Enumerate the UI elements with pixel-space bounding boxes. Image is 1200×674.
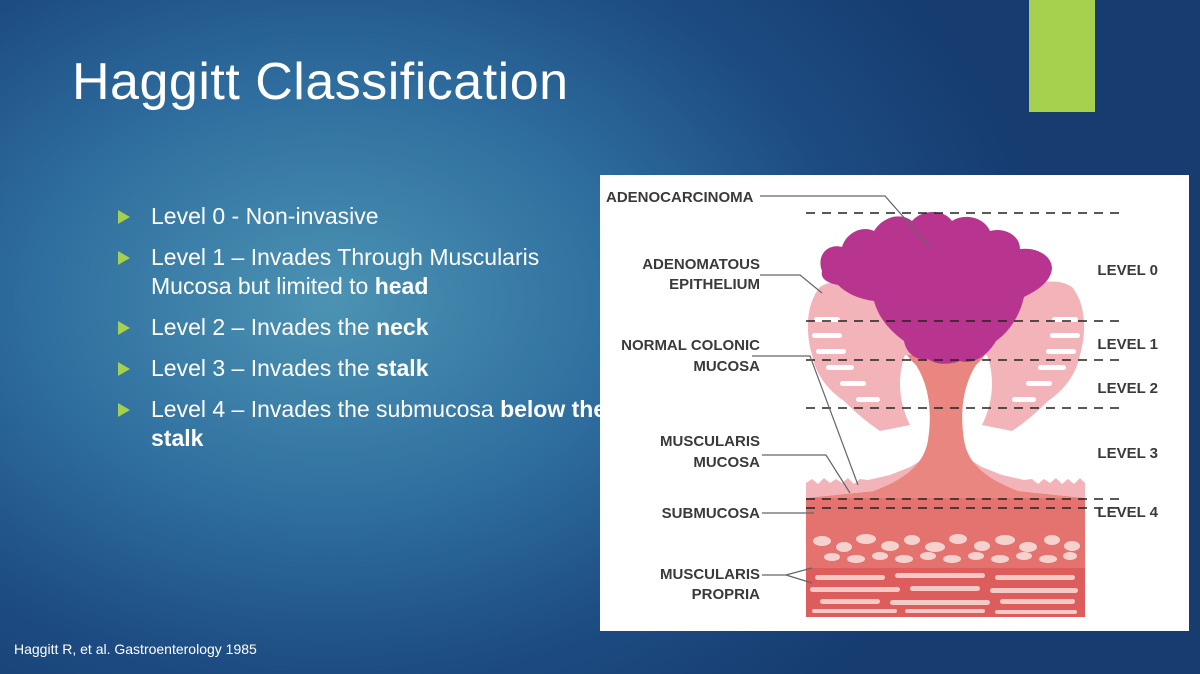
bullet-bold-text: neck xyxy=(376,314,429,340)
bullet-level-3: Level 3 – Invades the stalk xyxy=(118,354,608,383)
bullet-arrow-icon xyxy=(118,362,130,376)
submucosa-vessels xyxy=(813,534,1080,563)
haggitt-diagram: ADENOCARCINOMA ADENOMATOUS EPITHELIUM NO… xyxy=(600,175,1189,631)
bullet-arrow-icon xyxy=(118,251,130,265)
bullet-level-1: Level 1 – Invades Through Muscularis Muc… xyxy=(118,243,608,301)
leader-lines xyxy=(752,195,931,584)
label-epithelium: EPITHELIUM xyxy=(669,276,760,293)
bullet-bold-text: stalk xyxy=(376,355,429,381)
polyp-illustration: ADENOCARCINOMA ADENOMATOUS EPITHELIUM NO… xyxy=(606,189,1159,617)
bullet-bold-text: below the stalk xyxy=(151,396,607,451)
bullet-text: Level 4 – Invades the submucosa xyxy=(151,396,501,422)
label-adenocarcinoma: ADENOCARCINOMA xyxy=(606,189,754,206)
adenocarcinoma-head xyxy=(820,212,1052,364)
bullet-level-2: Level 2 – Invades the neck xyxy=(118,313,608,342)
citation: Haggitt R, et al. Gastroenterology 1985 xyxy=(14,641,257,657)
label-level-2: LEVEL 2 xyxy=(1097,380,1158,397)
bullet-list: Level 0 - Non-invasive Level 1 – Invades… xyxy=(118,202,608,465)
accent-bar xyxy=(1029,0,1095,112)
bullet-text: Level 1 – Invades Through Muscularis Muc… xyxy=(151,244,540,299)
slide-title: Haggitt Classification xyxy=(72,53,569,111)
label-submucosa: SUBMUCOSA xyxy=(662,505,761,522)
bullet-text: Level 2 – Invades the xyxy=(151,314,377,340)
bullet-text: Level 3 – Invades the xyxy=(151,355,377,381)
label-level-1: LEVEL 1 xyxy=(1097,336,1158,353)
bullet-level-4: Level 4 – Invades the submucosa below th… xyxy=(118,395,608,453)
label-level-3: LEVEL 3 xyxy=(1097,445,1158,462)
label-muscularis-propria-1: MUSCULARIS xyxy=(660,566,760,583)
bullet-arrow-icon xyxy=(118,210,130,224)
bullet-level-0: Level 0 - Non-invasive xyxy=(118,202,608,231)
bullet-bold-text: head xyxy=(374,273,429,299)
normal-mucosa-base xyxy=(962,461,1085,498)
stalk xyxy=(806,320,1085,498)
normal-mucosa-base xyxy=(806,461,930,498)
label-normal-colonic: NORMAL COLONIC xyxy=(621,337,760,354)
label-muscularis-propria-2: PROPRIA xyxy=(692,586,761,603)
bullet-text: Level 0 - Non-invasive xyxy=(151,203,379,229)
level-lines xyxy=(806,212,1125,509)
label-muscularis-mucosa-1: MUSCULARIS xyxy=(660,433,760,450)
bullet-arrow-icon xyxy=(118,403,130,417)
bullet-arrow-icon xyxy=(118,321,130,335)
muscularis-propria-bands xyxy=(810,573,1078,614)
label-level-0: LEVEL 0 xyxy=(1097,262,1158,279)
label-adenomatous: ADENOMATOUS xyxy=(642,256,760,273)
label-muscularis-mucosa-2: MUCOSA xyxy=(693,454,760,471)
label-level-4: LEVEL 4 xyxy=(1097,504,1158,521)
label-normal-mucosa: MUCOSA xyxy=(693,358,760,375)
epithelium-crypts xyxy=(812,317,1080,402)
